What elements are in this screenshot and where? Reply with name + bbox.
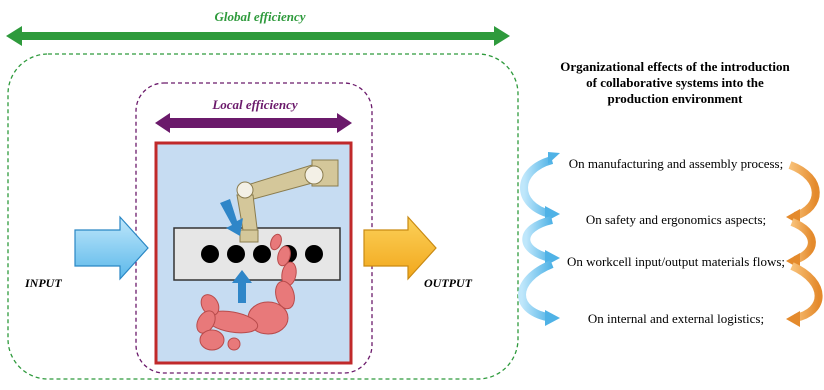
- effects-cycle-arrows: [518, 152, 823, 327]
- cycle-arrow-orange-2: [790, 218, 816, 264]
- effect-safety: On safety and ergonomics aspects;: [585, 212, 767, 227]
- input-arrow: [74, 215, 149, 281]
- global-boundary: [7, 53, 519, 380]
- local-efficiency-label: Local efficiency: [212, 97, 298, 112]
- global-efficiency-arrow: [6, 26, 510, 46]
- effect-manufacturing: On manufacturing and assembly process;: [568, 156, 784, 171]
- robot-direction-arrow: [220, 199, 243, 236]
- global-efficiency-label: Global efficiency: [214, 9, 306, 24]
- effect-materials-flows: On workcell input/output materials flows…: [566, 254, 786, 269]
- human-arm-icon: [196, 233, 297, 351]
- workcell: [154, 141, 353, 365]
- organizational-effects-title: Organizational effects of the introducti…: [560, 59, 790, 106]
- input-label: INPUT: [25, 276, 62, 290]
- output-label: OUTPUT: [424, 276, 472, 290]
- effect-logistics: On internal and external logistics;: [587, 311, 765, 326]
- cycle-arrow-blue-1: [520, 156, 554, 218]
- cycle-arrow-blue-3: [518, 260, 554, 322]
- cycle-arrow-orange-1: [788, 161, 820, 220]
- local-boundary: [135, 82, 373, 374]
- output-arrow: [363, 215, 437, 281]
- cycle-arrow-orange-3: [790, 262, 823, 322]
- local-efficiency-arrow: [155, 113, 352, 133]
- human-direction-arrow: [232, 270, 252, 303]
- cycle-arrow-blue-2: [522, 216, 554, 262]
- robot-arm-icon: [236, 159, 339, 243]
